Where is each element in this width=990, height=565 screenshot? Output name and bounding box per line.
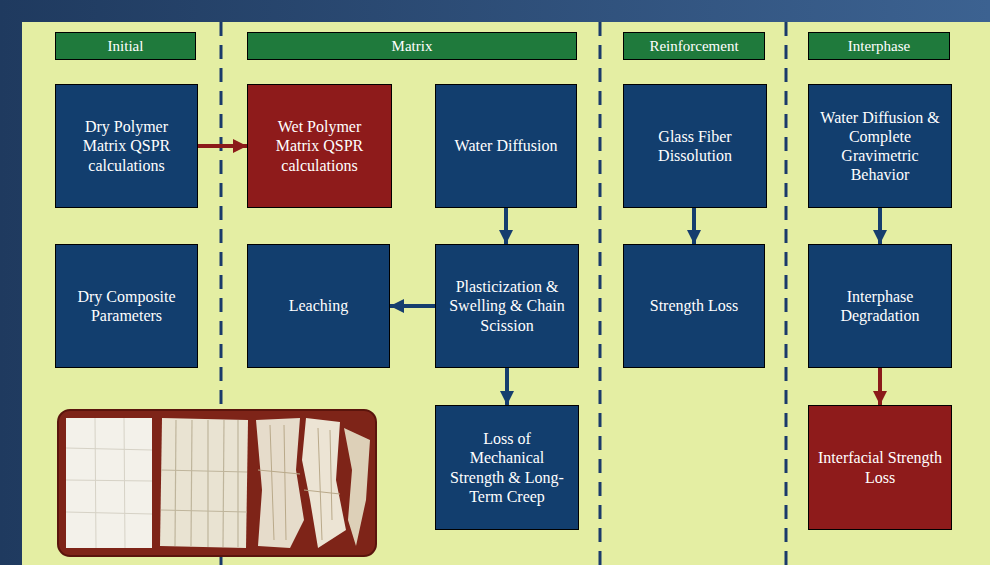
photo-frame xyxy=(58,410,376,556)
flow-arrow xyxy=(198,144,247,148)
process-box: Dry Composite Parameters xyxy=(55,244,198,368)
panel xyxy=(22,22,990,565)
header-label: Interphase xyxy=(840,37,918,55)
specimen-fragment xyxy=(256,418,304,548)
box-label: Interfacial Strength Loss xyxy=(809,448,951,486)
process-box: Strength Loss xyxy=(623,244,765,368)
box-label: Water Diffusion xyxy=(447,136,566,155)
box-label: Dry Composite Parameters xyxy=(56,287,197,325)
process-box: Glass Fiber Dissolution xyxy=(623,84,767,208)
specimen-fragment xyxy=(344,428,370,546)
process-box: Interphase Degradation xyxy=(808,244,952,368)
process-box: Water Diffusion xyxy=(435,84,577,208)
header-label: Matrix xyxy=(384,37,441,55)
column-divider xyxy=(599,22,602,565)
box-label: Glass Fiber Dissolution xyxy=(624,127,766,165)
box-label: Water Diffusion & Complete Gravimetric B… xyxy=(809,108,951,185)
flow-arrow xyxy=(878,208,882,244)
specimen-aged xyxy=(160,418,248,548)
flow-arrow xyxy=(505,368,509,405)
specimen-intact xyxy=(66,418,152,548)
flow-arrow xyxy=(504,208,508,244)
box-label: Interphase Degradation xyxy=(809,287,951,325)
box-label: Plasticization & Swelling & Chain Scissi… xyxy=(436,277,578,335)
sample-photo xyxy=(58,410,376,556)
process-box: Loss of Mechanical Strength & Long-Term … xyxy=(435,405,579,530)
box-label: Wet Polymer Matrix QSPR calculations xyxy=(248,117,391,175)
process-box: Wet Polymer Matrix QSPR calculations xyxy=(247,84,392,208)
column-header: Reinforcement xyxy=(623,32,765,60)
fragment-cracks xyxy=(258,425,340,540)
flow-arrow xyxy=(692,208,696,244)
box-label: Strength Loss xyxy=(642,296,746,315)
flow-arrow xyxy=(390,304,435,308)
box-label: Loss of Mechanical Strength & Long-Term … xyxy=(436,429,578,506)
specimen-grid xyxy=(66,418,152,548)
header-label: Reinforcement xyxy=(641,37,746,55)
process-box: Dry Polymer Matrix QSPR calculations xyxy=(55,84,198,208)
column-divider xyxy=(785,22,788,565)
column-header: Interphase xyxy=(808,32,950,60)
process-box: Interfacial Strength Loss xyxy=(808,405,952,530)
process-box: Leaching xyxy=(247,244,390,368)
header-label: Initial xyxy=(100,37,152,55)
box-label: Leaching xyxy=(281,296,357,315)
box-label: Dry Polymer Matrix QSPR calculations xyxy=(56,117,197,175)
column-header: Initial xyxy=(55,32,196,60)
process-box: Plasticization & Swelling & Chain Scissi… xyxy=(435,244,579,368)
flow-arrow xyxy=(878,368,882,405)
process-box: Water Diffusion & Complete Gravimetric B… xyxy=(808,84,952,208)
specimen-cracks xyxy=(161,420,247,547)
column-header: Matrix xyxy=(247,32,577,60)
specimen-fragment xyxy=(302,418,346,548)
